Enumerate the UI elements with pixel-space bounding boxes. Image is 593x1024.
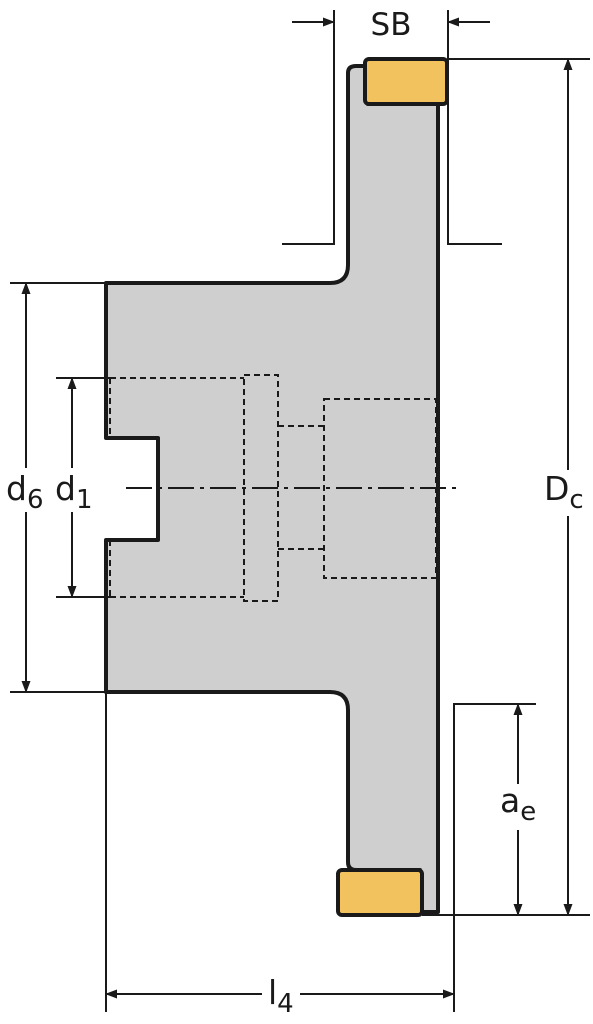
sb-label: SB bbox=[371, 7, 412, 43]
top-insert bbox=[363, 57, 449, 106]
bottom-insert bbox=[336, 868, 424, 917]
l4-label: l4 bbox=[268, 973, 294, 1019]
d6-label: d6 bbox=[6, 469, 44, 515]
ae-label: ae bbox=[500, 781, 536, 827]
dc-label: Dc bbox=[544, 469, 584, 515]
d1-label: d1 bbox=[55, 469, 93, 515]
extension-lines bbox=[10, 10, 590, 1012]
dimension-arrows bbox=[21, 17, 573, 999]
